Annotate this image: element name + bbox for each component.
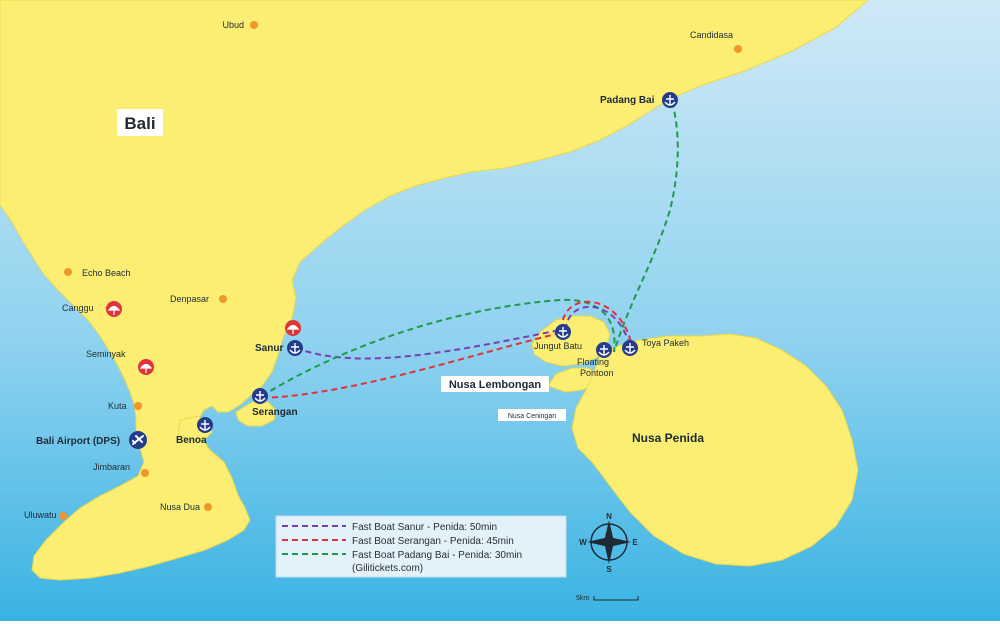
anchor-icon[interactable] — [596, 342, 612, 358]
bali-title-box — [117, 109, 163, 136]
floating-pontoon-label-2: Pontoon — [580, 368, 614, 378]
candidasa-label: Candidasa — [690, 30, 733, 40]
legend-source: (Gilitickets.com) — [352, 563, 423, 574]
airport-label: Bali Airport (DPS) — [36, 436, 120, 447]
compass-icon: N S E W — [579, 512, 638, 574]
compass-e: E — [632, 538, 638, 547]
jungut-batu-label: Jungut Batu — [534, 341, 582, 351]
anchor-icon[interactable] — [252, 388, 268, 404]
nusa-lembongan-label: Nusa Lembongan — [449, 379, 542, 391]
anchor-icon[interactable] — [622, 340, 638, 356]
seminyak-label: Seminyak — [86, 349, 126, 359]
uluwatu-dot — [59, 512, 67, 520]
anchor-icon[interactable] — [287, 340, 303, 356]
kuta-label: Kuta — [108, 401, 127, 411]
map-title: Bali — [124, 114, 155, 133]
legend-serangan: Fast Boat Serangan - Penida: 45min — [352, 536, 514, 547]
jimbaran-label: Jimbaran — [93, 462, 130, 472]
nusa-penida-island — [571, 333, 859, 567]
nusa-lembongan-label-box — [441, 376, 549, 392]
echo-beach-dot — [64, 268, 72, 276]
legend-padangbai: Fast Boat Padang Bai - Penida: 30min — [352, 550, 522, 561]
town-dots — [59, 21, 742, 520]
scale-label: 5km — [576, 595, 589, 602]
nusa-penida-label: Nusa Penida — [632, 431, 704, 445]
airport-icon — [129, 431, 147, 449]
ubud-dot — [250, 21, 258, 29]
compass-n: N — [606, 512, 612, 521]
compass-s: S — [606, 565, 612, 574]
denpasar-dot — [219, 295, 227, 303]
legend: Fast Boat Sanur - Penida: 50min Fast Boa… — [275, 515, 567, 578]
nusa-dua-dot — [204, 503, 212, 511]
compass-w: W — [579, 538, 587, 547]
nusa-ceningan-label: Nusa Ceningan — [508, 413, 556, 420]
route-serangan-penida — [261, 333, 557, 399]
echo-beach-label: Echo Beach — [82, 268, 131, 278]
ubud-label: Ubud — [222, 20, 244, 30]
route-loop-red — [560, 300, 633, 347]
floating-pontoon-label-1: Floating — [577, 357, 609, 367]
kuta-dot — [134, 402, 142, 410]
bali-island — [0, 0, 869, 581]
jimbaran-dot — [141, 469, 149, 477]
padang-bai-label: Padang Bai — [600, 95, 655, 106]
anchor-icon[interactable] — [662, 92, 678, 108]
beach-icon — [285, 320, 301, 336]
benoa-label: Benoa — [176, 435, 207, 446]
sanur-label: Sanur — [255, 343, 283, 354]
denpasar-label: Denpasar — [170, 294, 209, 304]
canggu-label: Canggu — [62, 303, 94, 313]
beach-icon — [138, 359, 154, 375]
candidasa-dot — [734, 45, 742, 53]
route-padangbai-penida — [261, 298, 616, 397]
nusa-dua-label: Nusa Dua — [160, 502, 200, 512]
toya-pakeh-label: Toya Pakeh — [642, 338, 689, 348]
serangan-label: Serangan — [252, 407, 298, 418]
route-padangbai-penida-2 — [613, 101, 679, 353]
uluwatu-label: Uluwatu — [24, 510, 57, 520]
legend-sanur: Fast Boat Sanur - Penida: 50min — [352, 522, 497, 533]
anchor-icon[interactable] — [197, 417, 213, 433]
anchor-icon[interactable] — [555, 324, 571, 340]
beach-icon — [106, 301, 122, 317]
scale-bar: 5km — [576, 595, 639, 602]
nusa-ceningan-label-box — [498, 409, 566, 421]
